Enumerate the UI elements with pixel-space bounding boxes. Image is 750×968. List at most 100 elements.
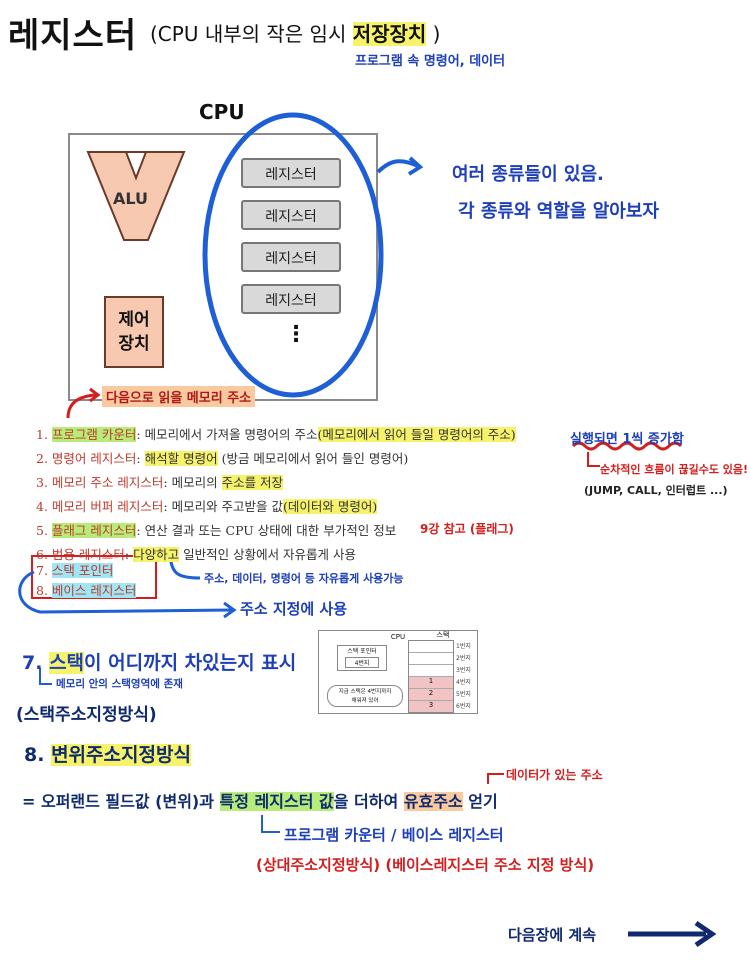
list-num: 2. <box>36 451 48 466</box>
section8-title-text: 변위주소지정방식 <box>51 744 191 766</box>
list-desc: (메모리에서 읽어 들일 명령어의 주소) <box>317 427 516 442</box>
stack-addresses: 1번지 2번지 3번지 4번지 5번지 6번지 <box>456 641 471 713</box>
stack-address: 2번지 <box>456 655 471 662</box>
section8-method-note: (상대주소지정방식) (베이스레지스터 주소 지정 방식) <box>256 856 595 874</box>
stack-address: 3번지 <box>456 667 471 674</box>
list-name: 메모리 버퍼 레지스터 <box>51 499 164 514</box>
next-read-arrow <box>66 393 97 419</box>
stack-caption-1: 지금 스택은 4번지까지 <box>338 689 392 695</box>
section7-title-highlight: 스택 <box>49 652 85 674</box>
stack-pointer-value: 4번지 <box>345 657 379 668</box>
register-list-item-3: 3. 메모리 주소 레지스터: 메모리의 주소를 저장 <box>36 475 284 490</box>
stack-pointer-label: 스택 포인터 <box>347 648 377 655</box>
register-list-item-6: 6. 범용 레지스터: 다양하고 일반적인 상황에서 자유롭게 사용 <box>36 547 357 562</box>
control-label-1: 제어 <box>118 310 150 330</box>
control-unit: 제어 장치 <box>104 296 164 368</box>
list-desc: 해석할 명령어 <box>144 451 218 466</box>
list-desc: (방금 메모리에서 읽어 들인 명령어) <box>221 451 409 466</box>
stack-caption-2: 채워져 있어 <box>351 698 379 704</box>
register-list-item-8: 8. 베이스 레지스터 <box>36 580 137 599</box>
section7-number: 7. <box>22 652 43 674</box>
section8-formula: = 오퍼랜드 필드값 (변위)과 특정 레지스터 값을 더하여 유효주소 얻기 <box>22 788 498 812</box>
stack-cpu-box: CPU 스택 포인터 4번지 지금 스택은 4번지까지 채워져 있어 <box>318 630 478 714</box>
register-box: 레지스터 <box>241 242 341 272</box>
next-read-note: 다음으로 읽을 메모리 주소 <box>102 386 256 407</box>
section8-data-note: 데이터가 있는 주소 <box>506 768 603 782</box>
list-desc: 주소를 저장 <box>221 475 284 490</box>
header-note: 프로그램 속 명령어, 데이터 <box>355 54 506 69</box>
list-num: 5. <box>36 523 48 538</box>
register-list-item-7: 7. 스택 포인터 <box>36 560 114 579</box>
list-name: 플래그 레지스터 <box>51 523 137 538</box>
stack-cell <box>409 653 453 665</box>
section7-sub: 메모리 안의 스택영역에 존재 <box>56 678 183 690</box>
stack-base-box <box>31 555 157 599</box>
list-num: 7. <box>36 563 48 578</box>
subtitle-highlight: 저장장치 <box>352 22 427 46</box>
register-highlight-ellipse <box>202 112 384 398</box>
section8-number: 8. <box>24 744 45 766</box>
register-list-item-2: 2. 명령어 레지스터: 해석할 명령어 (방금 메모리에서 읽어 들인 명령어… <box>36 451 409 466</box>
stack-memory: 1 2 3 <box>408 640 454 713</box>
stack-address: 1번지 <box>456 643 471 650</box>
list-num: 4. <box>36 499 48 514</box>
list-desc: 메모리의 <box>171 475 218 490</box>
stack-address: 4번지 <box>456 679 471 686</box>
stack-pointer-box: 스택 포인터 4번지 <box>337 645 387 671</box>
list-num: 6. <box>36 547 48 562</box>
stack-address: 5번지 <box>456 691 471 698</box>
list-name: 스택 포인터 <box>51 563 114 578</box>
stack-caption-bubble: 지금 스택은 4번지까지 채워져 있어 <box>327 685 403 707</box>
alu-label: ALU <box>113 189 148 208</box>
section8-registers-note: 프로그램 카운터 / 베이스 레지스터 <box>284 826 504 844</box>
stack-cpu-label: CPU <box>390 633 406 641</box>
register-box: 레지스터 <box>241 200 341 230</box>
stack-cell <box>409 641 453 653</box>
footer-next: 다음장에 계속 <box>508 926 597 944</box>
cpu-label: CPU <box>199 100 245 124</box>
annotation-arrow <box>376 159 419 174</box>
register-list-item-5: 5. 플래그 레지스터: 연산 결과 또는 CPU 상태에 대한 부가적인 정보 <box>36 523 397 538</box>
list-name: 명령어 레지스터 <box>51 451 137 466</box>
alu-shape <box>86 151 186 241</box>
list-name: 베이스 레지스터 <box>51 583 137 598</box>
list-name: 메모리 주소 레지스터 <box>51 475 164 490</box>
formula-highlight: 특정 레지스터 값 <box>219 792 334 811</box>
register-ellipsis: ⋮ <box>285 322 307 347</box>
register-box: 레지스터 <box>241 158 341 188</box>
stack-cell: 2 <box>409 689 453 701</box>
section7-title: 7. 스택이 어디까지 차있는지 표시 <box>22 648 296 675</box>
page-subtitle: (CPU 내부의 작은 임시 저장장치 ) <box>150 18 440 47</box>
flag-note: 9강 참고 (플래그) <box>420 522 514 536</box>
list-desc: (데이터와 명령어) <box>283 499 378 514</box>
pc-flow-note-2: (JUMP, CALL, 인터럽트 ...) <box>584 484 728 497</box>
register-box: 레지스터 <box>241 284 341 314</box>
address-arrow <box>18 570 233 614</box>
formula-part: 얻기 <box>468 792 498 811</box>
cpu-annotation-line2: 각 종류와 역할을 알아보자 <box>458 201 659 222</box>
stack-cell: 1 <box>409 677 453 689</box>
address-note: 주소 지정에 사용 <box>240 600 348 618</box>
general-note: 주소, 데이터, 명령어 등 자유롭게 사용가능 <box>204 572 404 585</box>
list-desc: 메모리에서 가져올 명령어의 주소 <box>144 427 318 442</box>
register-list-item-1: 1. 프로그램 카운터: 메모리에서 가져올 명령어의 주소(메모리에서 읽어 … <box>36 427 516 442</box>
stack-address: 6번지 <box>456 703 471 710</box>
list-name: 프로그램 카운터 <box>51 427 137 442</box>
subtitle-open: (CPU 내부의 작은 임시 <box>150 22 347 46</box>
list-num: 3. <box>36 475 48 490</box>
section7-title-rest: 이 어디까지 차있는지 표시 <box>84 652 297 674</box>
control-label-2: 장치 <box>118 334 150 354</box>
list-desc: 메모리와 주고받을 값 <box>171 499 284 514</box>
subtitle-close: ) <box>432 22 441 46</box>
list-name: 범용 레지스터 <box>51 547 125 562</box>
list-desc: 다양하고 <box>133 547 180 562</box>
formula-part: = 오퍼랜드 필드값 (변위)과 <box>22 792 214 811</box>
list-num: 8. <box>36 583 48 598</box>
stack-label: 스택 <box>436 631 450 639</box>
formula-result: 유효주소 <box>403 792 463 811</box>
list-desc: 연산 결과 또는 CPU 상태에 대한 부가적인 정보 <box>144 523 397 538</box>
pc-increment-note: 실행되면 1씩 증가함 <box>570 432 684 447</box>
pc-flow-note-1: 순차적인 흐름이 끊길수도 있음! <box>600 463 749 476</box>
formula-part: 을 더하여 <box>333 792 399 811</box>
